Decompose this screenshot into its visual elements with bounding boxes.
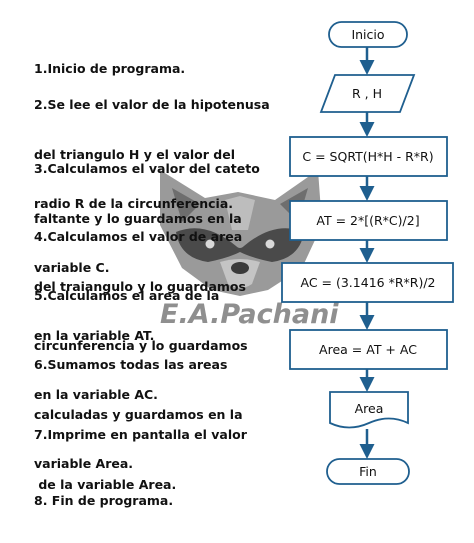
- step-2: 2.Se lee el valor de la hipotenusa del t…: [34, 64, 284, 246]
- end-node: Fin: [326, 458, 410, 485]
- start-node: Inicio: [328, 21, 408, 48]
- step-5-line-2: circunferencia y lo guardamos: [34, 337, 248, 353]
- step-8: 8. Fin de programa.: [34, 460, 284, 543]
- step-6-line-3: variable Area.: [34, 456, 134, 471]
- step-4-line-1: 4.Calculamos el valor de area: [34, 229, 243, 244]
- end-label: Fin: [359, 464, 377, 479]
- step-6-line-2: calculadas y guardamos en la: [34, 406, 243, 422]
- step-list: 1.Inicio de programa. 2.Se lee el valor …: [34, 28, 284, 526]
- raccoon-head-icon: [160, 170, 322, 296]
- step-2-line-1: 2.Se lee el valor de la hipotenusa: [34, 97, 270, 112]
- step-6-line-1: 6.Sumamos todas las areas: [34, 357, 228, 372]
- input-label: R , H: [352, 86, 382, 101]
- step-5-line-1: 5.Calculamos el area de la: [34, 288, 220, 303]
- step-2-line-2: del triangulo H y el valor del: [34, 146, 236, 162]
- output-label: Area: [355, 401, 384, 416]
- step-2-line-3: radio R de la circunferencia.: [34, 196, 233, 211]
- step-4: 4.Calculamos el valor de area del traian…: [34, 196, 284, 378]
- process-at-label: AT = 2*[(R*C)/2]: [316, 213, 419, 228]
- step-1: 1.Inicio de programa.: [34, 28, 284, 111]
- step-1-line-1: 1.Inicio de programa.: [34, 61, 186, 76]
- process-c-label: C = SQRT(H*H - R*R): [302, 149, 433, 164]
- process-area-node: Area = AT + AC: [289, 329, 448, 370]
- input-node: R , H: [319, 74, 416, 113]
- flowchart: Inicio R , H C = SQRT(H*H - R*R) AT = 2*…: [281, 21, 454, 485]
- step-3: 3.Calculamos el valor del cateto faltant…: [34, 128, 284, 310]
- watermark-text: E.A.Pachani: [160, 299, 339, 330]
- process-area-label: Area = AT + AC: [319, 342, 417, 357]
- process-ac-node: AC = (3.1416 *R*R)/2: [281, 262, 454, 303]
- output-node: Area: [329, 391, 409, 429]
- step-5-line-3: en la variable AC.: [34, 387, 158, 402]
- step-4-line-2: del traiangulo y lo guardamos: [34, 278, 246, 294]
- step-3-line-2: faltante y lo guardamos en la: [34, 210, 242, 226]
- watermark-logo: E.A.Pachani: [160, 170, 339, 330]
- process-at-node: AT = 2*[(R*C)/2]: [289, 200, 448, 241]
- step-7-line-1: 7.Imprime en pantalla el valor: [34, 427, 247, 442]
- step-4-line-3: en la variable AT.: [34, 328, 155, 343]
- step-8-line-1: 8. Fin de programa.: [34, 493, 174, 508]
- step-3-line-3: variable C.: [34, 260, 110, 275]
- step-5: 5.Calculamos el area de la circunferenci…: [34, 255, 284, 437]
- step-7-line-2: de la variable Area.: [34, 476, 177, 492]
- process-c-node: C = SQRT(H*H - R*R): [289, 136, 448, 177]
- step-3-line-1: 3.Calculamos el valor del cateto: [34, 161, 260, 176]
- start-label: Inicio: [351, 27, 384, 42]
- process-ac-label: AC = (3.1416 *R*R)/2: [301, 275, 436, 290]
- step-6: 6.Sumamos todas las areas calculadas y g…: [34, 324, 284, 506]
- step-7: 7.Imprime en pantalla el valor de la var…: [34, 394, 284, 526]
